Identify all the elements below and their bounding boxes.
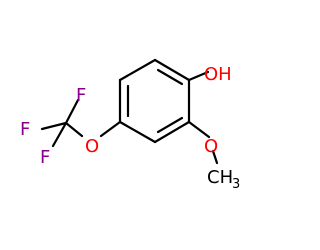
methoxy-oxygen-label: O: [204, 136, 218, 157]
bond-c4-o-ether: [99, 120, 122, 138]
fluorine-bottom-label: F: [40, 147, 50, 168]
ring-bond-1: [153, 58, 191, 82]
bond-c-f-bottom: [51, 121, 68, 148]
ring-double-bond-1: [156, 68, 184, 86]
benzene-ring: [118, 58, 191, 144]
chemical-structure: OH O CH 3 O F F F: [20, 58, 240, 192]
ring-bond-3: [153, 120, 191, 144]
ring-bond-6: [118, 58, 157, 82]
bond-c-f-top: [64, 98, 80, 125]
fluorine-left-label: F: [20, 119, 30, 140]
bond-c1-oh: [187, 70, 210, 82]
bond-c-f-left: [40, 121, 68, 131]
ring-bond-4: [118, 120, 157, 144]
fluorine-top-label: F: [76, 85, 86, 106]
methyl-subscript: 3: [232, 177, 240, 192]
bond-c2-o-methoxy: [187, 120, 211, 139]
bond-o-cf3: [64, 121, 84, 138]
hydroxyl-label: OH: [204, 64, 232, 85]
ether-oxygen-label: O: [85, 136, 99, 157]
ring-double-bond-2: [156, 116, 184, 134]
bond-o-ch3: [211, 149, 219, 165]
methyl-label: CH: [207, 167, 233, 188]
